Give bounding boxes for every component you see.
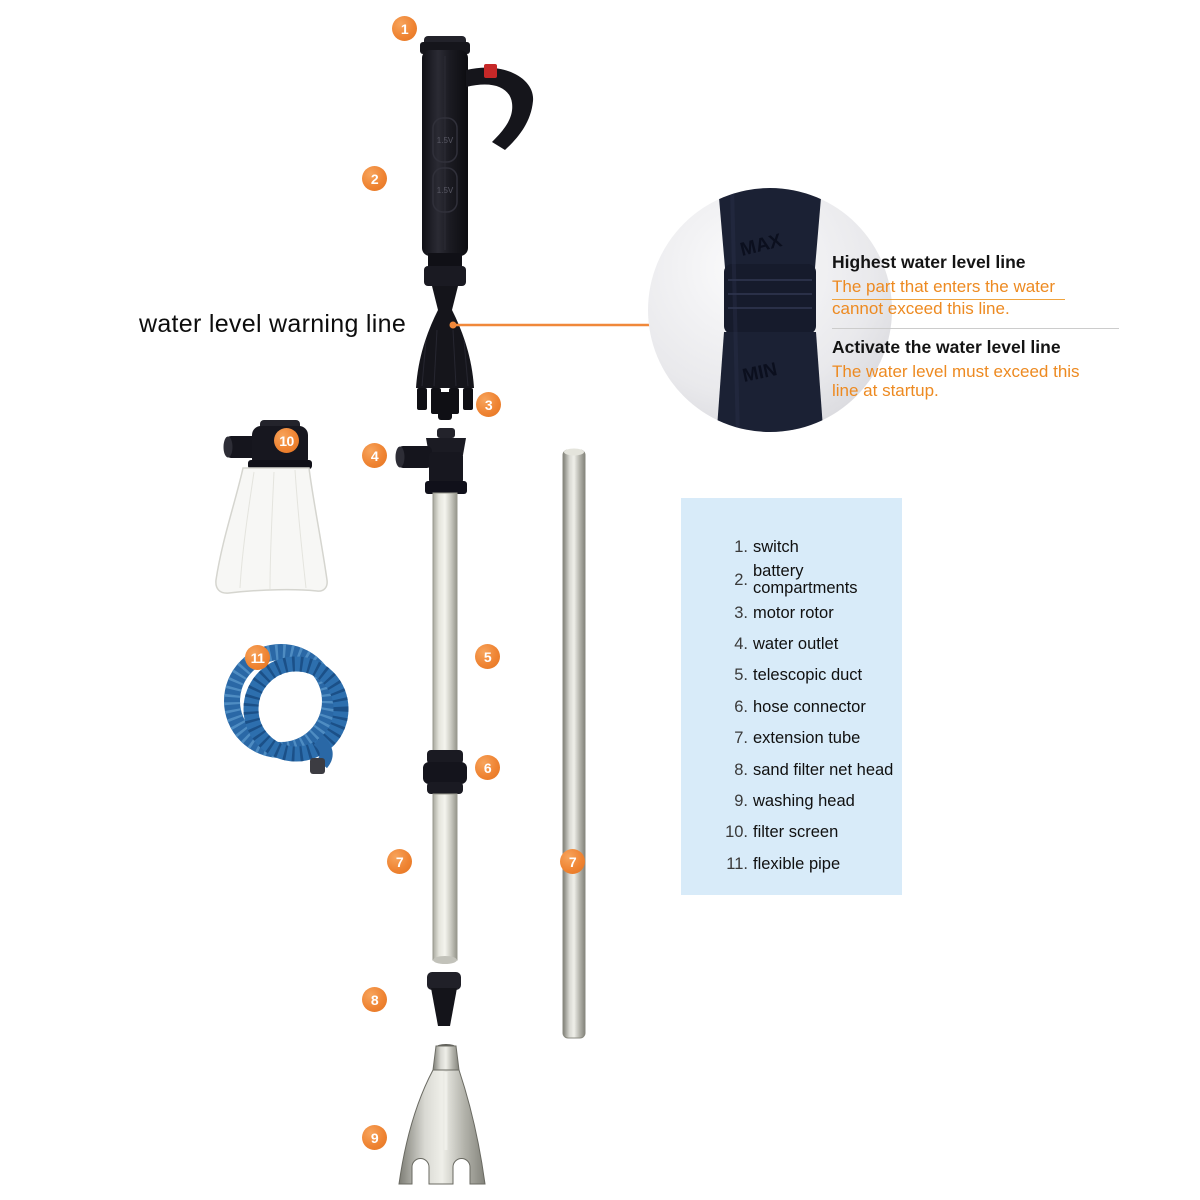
parts-list: 1. switch 2. battery compartments 3. mot… xyxy=(681,498,902,880)
callout-7-right: 7 xyxy=(560,849,585,874)
parts-list-item: 10. filter screen xyxy=(719,817,902,848)
parts-list-item: 5. telescopic duct xyxy=(719,660,902,691)
svg-text:1.5V: 1.5V xyxy=(437,186,454,195)
sand-filter-net-head-illustration xyxy=(427,972,461,1026)
motor-unit-illustration: 1.5V 1.5V xyxy=(416,36,534,420)
inset-magnifier: MAX MIN xyxy=(648,188,892,432)
water-level-warning-label: water level warning line xyxy=(139,310,407,338)
pointer-line xyxy=(449,321,652,329)
callout-11: 11 xyxy=(245,645,270,670)
activate-water-level-title: Activate the water level line xyxy=(832,337,1061,357)
part-number: 1. xyxy=(734,538,748,557)
filter-screen-illustration xyxy=(215,420,328,594)
part-number: 8. xyxy=(734,760,748,779)
part-label: hose connector xyxy=(753,697,866,716)
handle xyxy=(466,67,534,150)
part-label: filter screen xyxy=(753,823,839,842)
parts-list-item: 6. hose connector xyxy=(719,692,902,723)
parts-list-item: 1. switch xyxy=(719,532,902,563)
part-label: water outlet xyxy=(753,634,839,653)
part-number: 3. xyxy=(734,603,748,622)
highest-water-level-title: Highest water level line xyxy=(832,252,1026,272)
part-label: extension tube xyxy=(753,729,861,748)
part-label: telescopic duct xyxy=(753,666,863,685)
parts-list-item: 3. motor rotor xyxy=(719,597,902,628)
part-label: motor rotor xyxy=(753,603,834,622)
power-switch xyxy=(484,64,497,78)
callout-10: 10 xyxy=(274,428,299,453)
part-label: battery compartments xyxy=(753,562,858,598)
callout-4: 4 xyxy=(362,443,387,468)
activate-water-level-desc-line1: The water level must exceed this xyxy=(832,362,1080,381)
callout-6: 6 xyxy=(475,755,500,780)
parts-list-panel: 1. switch 2. battery compartments 3. mot… xyxy=(681,498,902,895)
callout-2: 2 xyxy=(362,166,387,191)
callout-8: 8 xyxy=(362,987,387,1012)
callout-3: 3 xyxy=(476,392,501,417)
part-label: switch xyxy=(753,538,799,557)
part-number: 2. xyxy=(734,570,748,589)
activate-water-level-desc-line2: line at startup. xyxy=(832,380,939,400)
part-number: 9. xyxy=(734,791,748,810)
water-level-info: Highest water level line The part that e… xyxy=(832,252,1132,400)
parts-list-item: 11. flexible pipe xyxy=(719,849,902,880)
highest-water-level-desc-line2: cannot exceed this line. xyxy=(832,298,1010,318)
highest-water-level-desc-line1: The part that enters the water xyxy=(832,277,1066,300)
parts-list-item: 9. washing head xyxy=(719,786,902,817)
parts-list-item: 2. battery compartments xyxy=(719,563,902,597)
part-label: sand filter net head xyxy=(753,760,894,779)
part-number: 7. xyxy=(734,729,748,748)
part-label: washing head xyxy=(753,791,855,810)
extension-tube-left-illustration xyxy=(432,793,458,964)
extension-tube-right-illustration xyxy=(562,448,586,1039)
callout-7-left: 7 xyxy=(387,849,412,874)
telescopic-duct-illustration xyxy=(432,492,458,754)
section-divider xyxy=(832,328,1119,329)
callout-5: 5 xyxy=(475,644,500,669)
parts-list-item: 7. extension tube xyxy=(719,723,902,754)
parts-list-item: 4. water outlet xyxy=(719,629,902,660)
motor-rotor xyxy=(417,388,473,420)
water-outlet-illustration xyxy=(395,428,467,494)
part-number: 4. xyxy=(734,634,748,653)
parts-list-item: 8. sand filter net head xyxy=(719,754,902,785)
hose-connector-illustration xyxy=(423,750,467,794)
callout-9: 9 xyxy=(362,1125,387,1150)
part-number: 10. xyxy=(725,823,748,842)
part-label: flexible pipe xyxy=(753,854,841,873)
flexible-pipe-illustration xyxy=(224,644,349,774)
washing-head-illustration xyxy=(398,1044,486,1185)
part-number: 6. xyxy=(734,697,748,716)
part-number: 11. xyxy=(726,854,748,873)
callout-1: 1 xyxy=(392,16,417,41)
battery-compartment-markings: 1.5V 1.5V xyxy=(432,117,458,213)
svg-text:1.5V: 1.5V xyxy=(437,136,454,145)
part-number: 5. xyxy=(734,666,748,685)
